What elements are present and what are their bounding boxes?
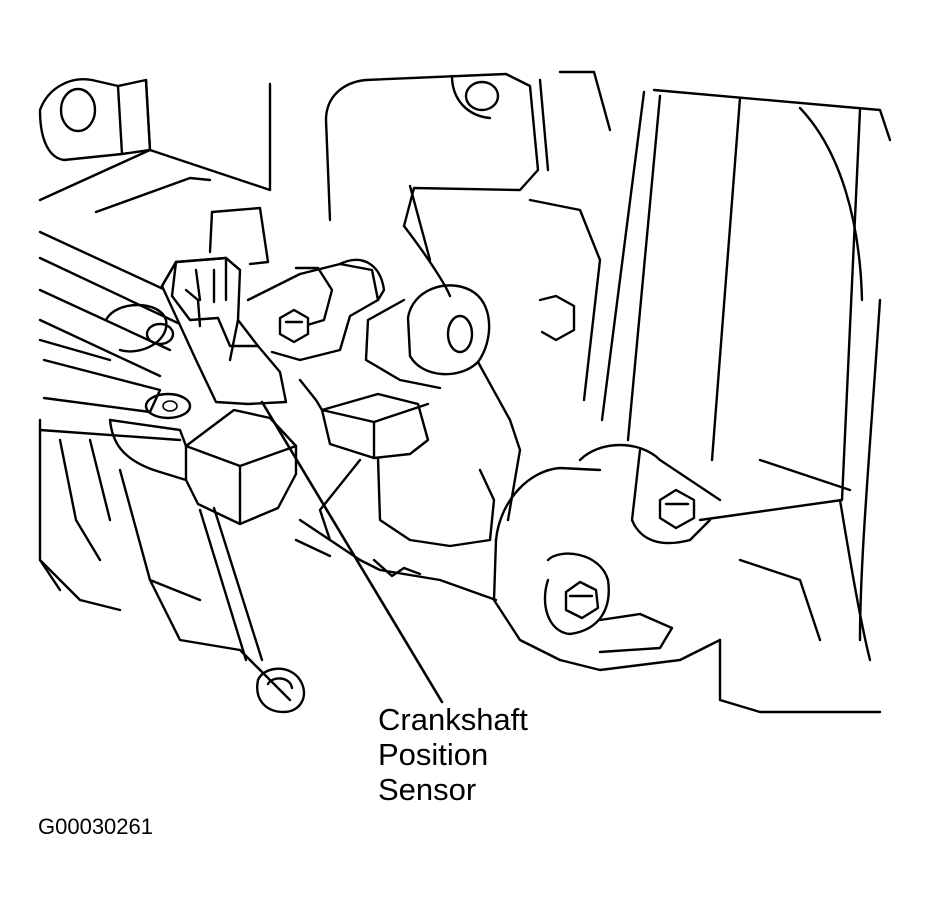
- sensor-bolt-head: [278, 308, 310, 344]
- top-bolt-hole: [464, 80, 500, 112]
- bracket-hole: [59, 87, 97, 133]
- lower-bolt: [256, 667, 306, 714]
- sensor-base-block: [108, 392, 298, 526]
- lower-pan: [38, 418, 498, 714]
- boss-hole: [446, 314, 474, 354]
- callout-line-3: Sensor: [378, 772, 477, 807]
- sensor-mount-flange: [208, 206, 386, 362]
- callout-line-2: Position: [378, 737, 489, 772]
- main-boss: [364, 198, 602, 522]
- lower-bolt-head: [564, 580, 600, 620]
- callout-leader-line: [260, 400, 444, 704]
- upper-center-housing: [324, 70, 612, 262]
- base-hole: [144, 392, 192, 420]
- right-housing: [600, 88, 892, 662]
- rail-hole: [145, 322, 175, 346]
- upper-left-bracket: [38, 78, 272, 214]
- support-rail: [38, 230, 202, 442]
- crankshaft-position-sensor: [160, 256, 288, 406]
- center-lug: [298, 378, 496, 548]
- figure-id: G00030261: [38, 814, 153, 839]
- callout-line-1: Crankshaft: [378, 702, 528, 737]
- right-bolt-head: [658, 488, 696, 530]
- lower-right-flange: [492, 443, 882, 714]
- sensor-callout-label: Crankshaft Position Sensor: [378, 702, 528, 807]
